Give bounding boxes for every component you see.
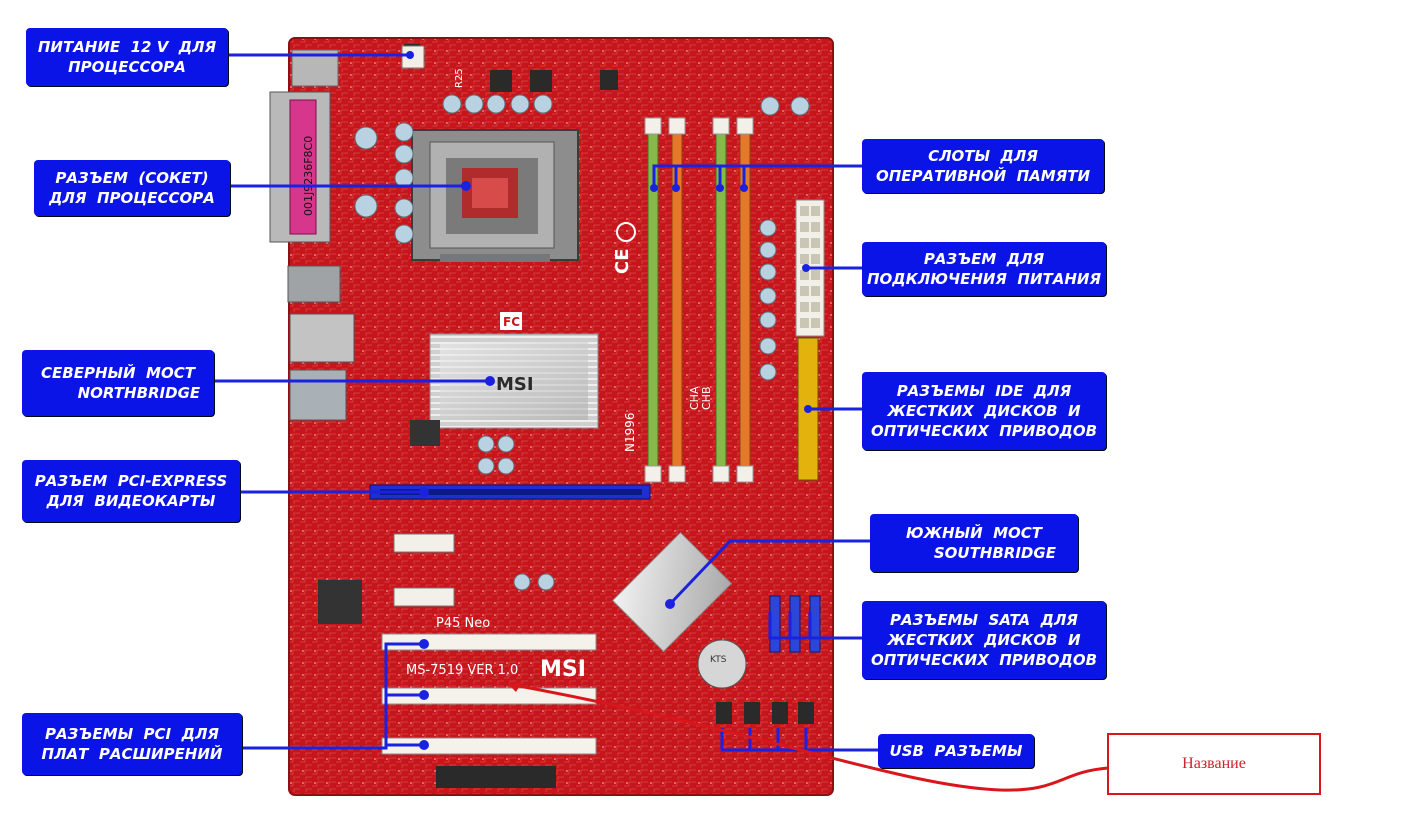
pcie-x1-slot-2	[393, 587, 455, 607]
pci-slots	[381, 633, 597, 755]
annotation-text: Название	[1182, 755, 1246, 772]
kts-print: KTS	[710, 655, 727, 665]
cmos-battery	[697, 639, 747, 689]
serial-print: 001J9236F8C0	[302, 136, 315, 216]
annotation-box: Название	[1107, 733, 1321, 795]
label-northbridge: СЕВЕРНЫЙ МОСТ NORTHBRIDGE	[22, 350, 214, 416]
fc-mark: FC	[503, 315, 520, 329]
label-cpu-socket: РАЗЪЕМ (СОКЕТ)ДЛЯ ПРОЦЕССОРА	[34, 160, 230, 216]
southbridge-heatsink	[611, 531, 733, 653]
pointer-ram	[652, 164, 862, 188]
label-southbridge: ЮЖНЫЙ МОСТ SOUTHBRIDGE	[870, 514, 1078, 572]
code-print: N1996	[623, 412, 637, 452]
capacitors	[354, 94, 810, 591]
brand-print: MSI	[540, 657, 586, 682]
pointer-southbridge	[668, 539, 870, 606]
model-print: MS-7519 VER 1.0	[406, 663, 518, 678]
pointer-usb	[720, 728, 878, 752]
annotation-pointer	[507, 682, 1109, 792]
usb-headers	[716, 702, 814, 724]
pointer-sata	[768, 612, 862, 640]
ce-mark: CE	[612, 248, 633, 274]
floppy-connector	[436, 766, 556, 788]
chb-print: CHB	[700, 387, 713, 411]
label-usb: USB РАЗЪЕМЫ	[878, 734, 1034, 768]
io-usb	[287, 265, 341, 303]
cha-print: CHA	[688, 386, 701, 410]
pointer-pci-slots	[242, 642, 424, 750]
northbridge-brand: MSI	[496, 374, 534, 395]
r25-print: R25	[454, 68, 465, 88]
pcie-x1-slot-1	[393, 533, 455, 553]
io-audio	[289, 369, 347, 421]
series-print: P45 Neo	[436, 616, 490, 631]
io-lan	[289, 313, 355, 363]
ram-slots	[644, 117, 754, 483]
